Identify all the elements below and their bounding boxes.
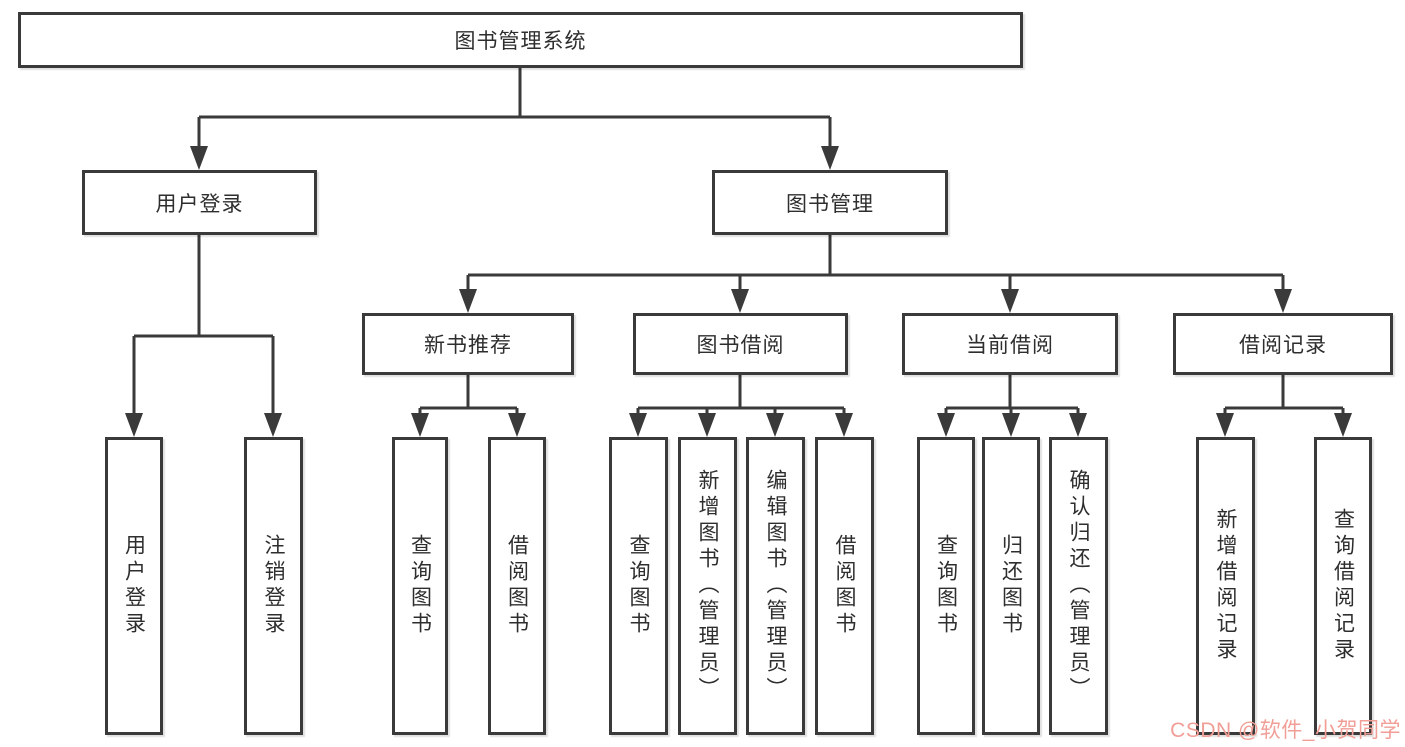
leaf-current-query-books: 查询图书 [917,437,975,735]
node-group-current-borrow-label: 当前借阅 [966,334,1054,357]
leaf-records-add-record-label: 新增借阅记录 [1214,508,1237,664]
leaf-user-login-label: 用户登录 [122,534,146,638]
leaf-borrow-borrow-books-label: 借阅图书 [833,534,856,638]
leaf-records-add-record: 新增借阅记录 [1196,437,1255,735]
leaf-current-confirm-return-admin: 确认归还（管理员） [1049,437,1108,735]
node-group-new-book-recommend-label: 新书推荐 [424,334,512,357]
leaf-borrow-query-books: 查询图书 [609,437,668,735]
node-branch-user-login: 用户登录 [82,170,317,235]
leaf-records-query-record-label: 查询借阅记录 [1331,508,1355,664]
leaf-user-login: 用户登录 [105,437,163,735]
leaf-current-return-books-label: 归还图书 [999,534,1023,638]
node-branch-book-management: 图书管理 [712,170,948,235]
leaf-current-confirm-return-admin-label: 确认归还（管理员） [1067,469,1090,703]
leaf-current-return-books: 归还图书 [982,437,1040,735]
node-branch-book-management-label: 图书管理 [786,192,874,216]
leaf-borrow-add-books-admin: 新增图书（管理员） [678,437,737,735]
node-group-book-borrow-label: 图书借阅 [696,334,785,357]
node-group-new-book-recommend: 新书推荐 [362,313,574,375]
leaf-newbook-query-books-label: 查询图书 [408,534,432,638]
leaf-borrow-edit-books-admin: 编辑图书（管理员） [746,437,805,735]
csdn-watermark: CSDN @软件_小贺同学 [1170,719,1401,742]
leaf-logout: 注销登录 [244,437,303,735]
node-root-system: 图书管理系统 [18,12,1023,68]
node-group-borrow-records: 借阅记录 [1173,313,1393,375]
leaf-borrow-query-books-label: 查询图书 [627,534,650,638]
leaf-logout-label: 注销登录 [262,534,285,638]
leaf-borrow-borrow-books: 借阅图书 [815,437,874,735]
node-branch-user-login-label: 用户登录 [155,192,244,216]
leaf-newbook-borrow-books-label: 借阅图书 [505,534,529,638]
leaf-borrow-edit-books-admin-label: 编辑图书（管理员） [764,469,787,703]
tree-edges [132,68,1345,432]
node-group-borrow-records-label: 借阅记录 [1239,334,1327,357]
node-group-book-borrow: 图书借阅 [633,313,848,375]
leaf-records-query-record: 查询借阅记录 [1314,437,1372,735]
arrow-down-markers [125,146,1352,437]
leaf-borrow-add-books-admin-label: 新增图书（管理员） [696,469,719,703]
leaf-current-query-books-label: 查询图书 [934,534,958,638]
leaf-newbook-borrow-books: 借阅图书 [488,437,546,735]
node-root-label: 图书管理系统 [454,30,587,53]
node-group-current-borrow: 当前借阅 [902,313,1118,375]
leaf-newbook-query-books: 查询图书 [392,437,448,735]
